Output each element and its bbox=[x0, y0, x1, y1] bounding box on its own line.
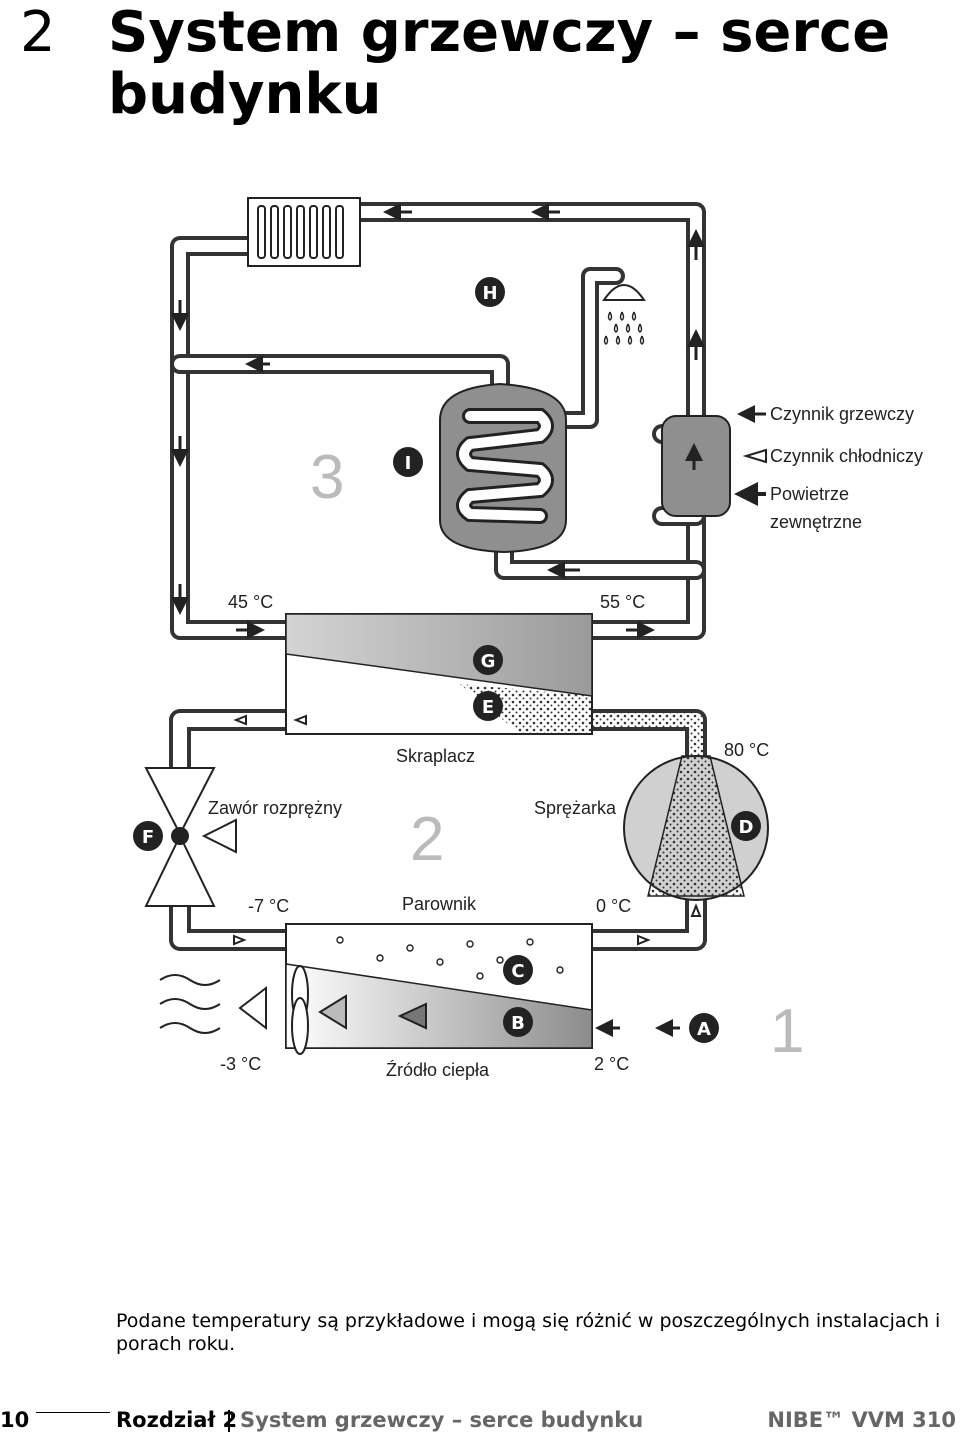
badge-F: F bbox=[133, 821, 163, 851]
legend-arrow-refrigerant bbox=[742, 448, 767, 464]
svg-text:D: D bbox=[739, 817, 754, 838]
footer-separator bbox=[228, 1410, 230, 1432]
badge-A: A bbox=[689, 1013, 719, 1043]
svg-text:C: C bbox=[511, 961, 524, 982]
label-compressor: Sprężarka bbox=[534, 798, 617, 818]
label-condenser: Skraplacz bbox=[396, 746, 475, 766]
circuit-number-2: 2 bbox=[410, 805, 444, 874]
badge-E: E bbox=[473, 691, 503, 721]
svg-text:I: I bbox=[405, 453, 412, 474]
radiator-icon bbox=[247, 197, 361, 267]
compressor bbox=[623, 755, 769, 901]
temp-45: 45 °C bbox=[228, 592, 273, 612]
svg-text:B: B bbox=[511, 1013, 525, 1034]
evaporator bbox=[285, 923, 593, 1049]
footnote: Podane temperatury są przykładowe i mogą… bbox=[116, 1310, 941, 1355]
label-evaporator: Parownik bbox=[402, 894, 477, 914]
page-number: 10 bbox=[0, 1408, 30, 1432]
legend-refrigerant: Czynnik chłodniczy bbox=[770, 446, 923, 466]
temp-minus7: -7 °C bbox=[248, 896, 289, 916]
expansion-valve bbox=[144, 767, 237, 907]
expansion-vessel bbox=[661, 415, 731, 517]
circuit-number-3: 3 bbox=[310, 443, 344, 512]
temp-minus3: -3 °C bbox=[220, 1054, 261, 1074]
label-expansion-valve: Zawór rozprężny bbox=[208, 798, 342, 818]
temp-0: 0 °C bbox=[596, 896, 631, 916]
air-waves bbox=[159, 974, 221, 1034]
water-tank bbox=[439, 382, 567, 554]
footer-rule bbox=[36, 1412, 110, 1413]
circuit-number-1: 1 bbox=[770, 997, 804, 1066]
temp-2: 2 °C bbox=[594, 1054, 629, 1074]
badge-B: B bbox=[503, 1007, 533, 1037]
page-footer: 10 Rozdział 2 System grzewczy – serce bu… bbox=[0, 1408, 960, 1440]
page-title: System grzewczy – serce budynku bbox=[108, 0, 891, 127]
temp-80: 80 °C bbox=[724, 740, 769, 760]
badge-C: C bbox=[503, 955, 533, 985]
shower-icon bbox=[602, 284, 646, 345]
svg-text:G: G bbox=[481, 651, 496, 672]
legend-heating: Czynnik grzewczy bbox=[770, 404, 914, 424]
svg-text:E: E bbox=[482, 697, 494, 718]
refrigerant-pipes bbox=[169, 709, 707, 951]
svg-text:A: A bbox=[697, 1019, 711, 1040]
footer-chapter-title: System grzewczy – serce budynku bbox=[240, 1408, 644, 1432]
temp-55: 55 °C bbox=[600, 592, 645, 612]
flow-arrows bbox=[171, 203, 705, 1037]
svg-text:F: F bbox=[142, 827, 154, 848]
fan-icon bbox=[291, 965, 309, 1055]
refrigerant-arrows bbox=[233, 714, 702, 1031]
heating-pipes bbox=[170, 202, 706, 640]
badge-I: I bbox=[393, 447, 423, 477]
svg-text:H: H bbox=[482, 283, 497, 304]
footer-chapter: Rozdział 2 bbox=[116, 1408, 238, 1432]
label-heat-source: Źródło ciepła bbox=[386, 1060, 490, 1080]
badge-D: D bbox=[731, 811, 761, 841]
condenser bbox=[285, 613, 593, 735]
badge-G: G bbox=[473, 645, 503, 675]
chapter-number: 2 bbox=[20, 0, 56, 65]
badge-H: H bbox=[475, 277, 505, 307]
legend-air: Powietrze zewnętrzne bbox=[770, 484, 862, 532]
footer-product: NIBE™ VVM 310 bbox=[767, 1408, 956, 1432]
